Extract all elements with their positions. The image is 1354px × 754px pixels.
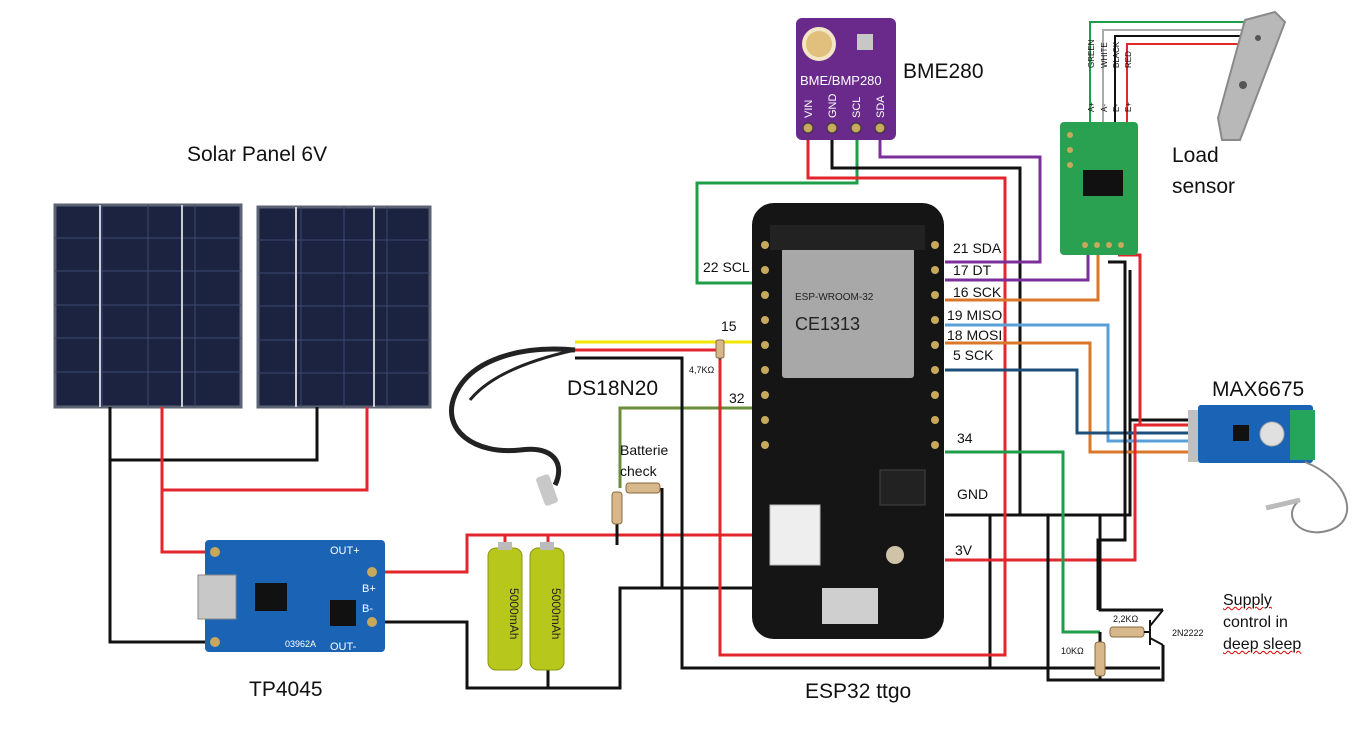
- wire-dt: [945, 255, 1090, 282]
- supply-note-line-1: Supply: [1223, 592, 1272, 609]
- wire-tp-out-plus: [380, 533, 752, 574]
- wire-sck16: [945, 255, 1100, 302]
- hx-term-a-plus: A+: [1087, 102, 1096, 112]
- hx-term-e-minus: E-: [1112, 104, 1121, 112]
- tp-b-minus: B-: [362, 603, 373, 615]
- wire-load-white: [1102, 29, 1255, 125]
- wire-solar-red-1: [160, 407, 210, 554]
- wire-hx-gnd: [1096, 260, 1127, 610]
- transistor-label: 2N2222: [1172, 628, 1204, 638]
- resistor-10k-label: 10KΩ: [1061, 646, 1084, 656]
- wire-sck5: [945, 368, 1188, 435]
- transistor-2n2222: [1144, 609, 1164, 646]
- battery-1: 5000mAh: [487, 542, 523, 671]
- esp-module-name: ESP-WROOM-32: [795, 292, 874, 303]
- load-cell: [1216, 10, 1287, 141]
- bme-pin-scl: SCL: [851, 97, 863, 118]
- max6675-board: [1188, 405, 1349, 534]
- hx711-board: GREEN WHITE BLACK RED A+ A- E- E+: [1060, 39, 1138, 255]
- title-max6675: MAX6675: [1212, 378, 1305, 401]
- wire-load-red: [1126, 43, 1255, 125]
- resistor-batt-check-1: [625, 482, 661, 494]
- ds18-probe: [448, 346, 576, 506]
- hx-term-a-minus: A-: [1100, 104, 1109, 112]
- title-ds18n20: DS18N20: [567, 377, 659, 400]
- pin-21-sda: 21 SDA: [953, 240, 1002, 256]
- pin-15: 15: [721, 318, 737, 334]
- wire-mosi: [945, 341, 1188, 454]
- pin-5-sck: 5 SCK: [953, 347, 994, 363]
- title-load-sensor: Load sensor: [1172, 144, 1236, 198]
- bme-pin-labels: VIN GND SCL SDA: [803, 94, 887, 119]
- resistor-2k2: [1109, 626, 1145, 638]
- solar-panel-left: [53, 203, 243, 409]
- wire-solar-red-2: [162, 407, 369, 492]
- bme-pin-sda: SDA: [875, 95, 887, 118]
- tp4045-board: OUT+ B+ B- OUT- 03962A: [197, 540, 385, 653]
- wire-solar-black-2: [110, 407, 319, 462]
- wire-miso: [945, 323, 1188, 443]
- wire-bme-vin: [718, 140, 1007, 657]
- hx-wire-white: WHITE: [1100, 42, 1109, 68]
- pin-34: 34: [957, 430, 973, 446]
- battery-1-label: 5000mAh: [507, 588, 521, 639]
- pin-32: 32: [729, 390, 745, 406]
- tp-out-plus: OUT+: [330, 545, 360, 557]
- title-solar-panel: Solar Panel 6V: [187, 143, 328, 166]
- bme-pin-vin: VIN: [803, 100, 815, 118]
- wire-load-green: [1089, 21, 1255, 125]
- tp-out-minus: OUT-: [330, 641, 357, 653]
- battery-check-label: Batterie check: [620, 442, 669, 479]
- hx-wire-green: GREEN: [1087, 39, 1096, 68]
- wire-transistor-gnd: [1046, 515, 1165, 682]
- supply-control-note: Supply control in deep sleep: [1223, 590, 1301, 656]
- bme-pin-gnd: GND: [827, 94, 839, 119]
- esp-ce: CE1313: [795, 314, 860, 334]
- tp-b-plus: B+: [362, 583, 376, 595]
- hx-wire-red: RED: [1124, 51, 1133, 68]
- resistor-10k: [1094, 641, 1106, 677]
- hx-wire-black: BLACK: [1112, 41, 1121, 68]
- battery-2-label: 5000mAh: [549, 588, 563, 639]
- pin-18-mosi: 18 MOSI: [947, 327, 1003, 343]
- resistor-4k7: [715, 339, 725, 360]
- resistor-batt-check-2: [611, 491, 623, 525]
- pin-19-miso: 19 MISO: [947, 307, 1003, 323]
- battery-2: 5000mAh: [529, 542, 565, 671]
- solar-panel-right: [256, 205, 432, 409]
- title-esp32-text: ESP32 ttgo: [805, 680, 912, 703]
- wire-34: [945, 450, 1100, 634]
- title-tp4045: TP4045: [249, 678, 323, 701]
- wire-max-vcc: [945, 423, 1188, 562]
- pin-22-scl: 22 SCL: [703, 259, 750, 275]
- supply-note-line-3: deep sleep: [1223, 636, 1302, 653]
- pin-17-dt: 17 DT: [953, 262, 992, 278]
- wire-load-black: [1114, 35, 1255, 125]
- wire-sda: [878, 140, 1042, 264]
- wire-tp-out-minus: [380, 586, 752, 690]
- hx-term-e-plus: E+: [1124, 102, 1133, 112]
- esp32-board: ESP-WROOM-32 CE1313: [752, 203, 944, 639]
- tp-code: 03962A: [285, 639, 316, 649]
- wire-solar-black-1: [108, 407, 210, 644]
- title-esp32: ESP32 ttgo: [805, 680, 911, 704]
- supply-note-line-2: control in: [1223, 614, 1288, 631]
- pin-16-sck: 16 SCK: [953, 284, 1002, 300]
- title-bme280: BME280: [903, 60, 984, 83]
- pin-3v: 3V: [955, 542, 973, 558]
- resistor-4k7-label: 4,7KΩ: [689, 365, 715, 375]
- resistor-2k2-label: 2,2KΩ: [1113, 614, 1139, 624]
- pin-gnd: GND: [957, 486, 989, 502]
- bme-board-name: BME/BMP280: [800, 73, 882, 88]
- wires: [108, 21, 1255, 690]
- thermocouple-probe: [1265, 461, 1349, 534]
- bme280-board: BME/BMP280 VIN GND SCL SDA: [796, 18, 896, 140]
- wire-batt-check: [618, 406, 755, 488]
- wire-transistor-c: [1098, 515, 1163, 612]
